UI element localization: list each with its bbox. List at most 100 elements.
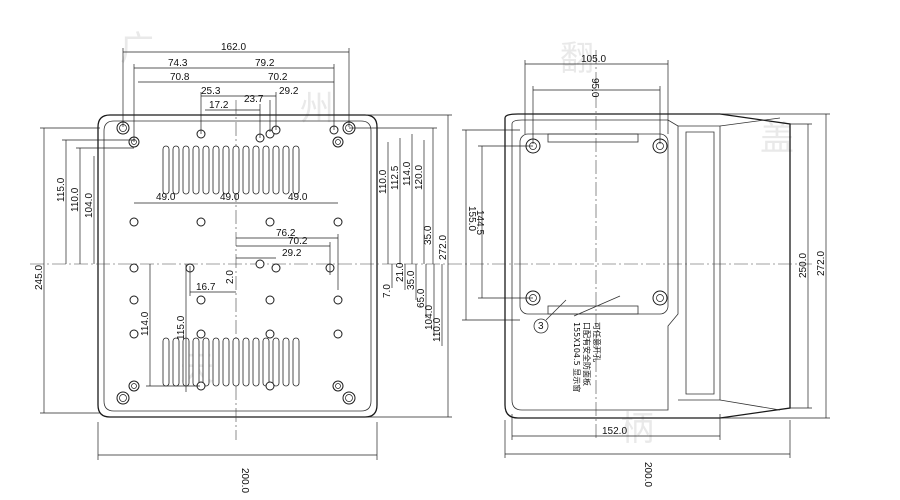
vent-slot: [232, 145, 240, 195]
mount-hole: [265, 329, 275, 339]
mount-hole-inner: [335, 139, 341, 145]
vent-slot: [222, 337, 230, 387]
watermark-char: 盖: [760, 119, 794, 159]
vent-slot: [192, 337, 200, 387]
window-lip-bottom: [547, 305, 639, 315]
note-line-2: 口配有安全防面板: [582, 322, 592, 386]
vent-slot: [202, 145, 210, 195]
window-lip-top: [547, 133, 639, 143]
mount-hole: [332, 136, 344, 148]
side-top-dimensions: 105.0 95.0: [524, 54, 669, 144]
mount-hole: [129, 217, 139, 227]
dim-162: 162.0: [221, 42, 246, 53]
dim-49-c: 49.0: [288, 192, 308, 203]
mount-hole: [333, 329, 343, 339]
vent-slot: [262, 145, 270, 195]
dim-29-2: 29.2: [279, 86, 299, 97]
dim-200-side: 200.0: [642, 462, 653, 487]
dim-245: 245.0: [34, 265, 45, 290]
vent-slot: [162, 145, 170, 195]
side-inner-step: [511, 119, 679, 411]
dim-79-2: 79.2: [255, 58, 275, 69]
vent-slot: [252, 145, 260, 195]
dim-200-front: 200.0: [239, 468, 250, 493]
dim-114-right: 114.0: [402, 161, 413, 186]
front-top-dimensions: 162.0 74.3 79.2 70.8 70.2 25.3 29.2 17.2…: [122, 42, 350, 142]
dim-74-3: 74.3: [168, 58, 188, 69]
vent-slot: [192, 145, 200, 195]
side-taper: [685, 117, 781, 411]
watermark: 广 州 翻 盖 天 柄: [120, 29, 794, 449]
dim-110-left: 110.0: [70, 187, 81, 212]
dim-104-left: 104.0: [84, 193, 95, 218]
vent-slots-bottom: [162, 337, 300, 387]
dim-29-2-mid: 29.2: [282, 248, 302, 259]
side-body-outline: [504, 113, 791, 419]
mount-hole: [129, 295, 139, 305]
dim-95: 95.0: [589, 78, 600, 98]
note-line-3: 可任意开孔: [592, 322, 602, 362]
vent-slot: [172, 337, 180, 387]
dim-25-3: 25.3: [201, 86, 221, 97]
mount-hole: [265, 217, 275, 227]
mount-hole: [271, 263, 281, 273]
dim-155: 155.0: [466, 206, 477, 231]
mount-hole-inner: [345, 394, 353, 402]
dim-114-left: 114.0: [140, 311, 151, 336]
vent-slot: [272, 145, 280, 195]
dim-70-2: 70.2: [268, 72, 288, 83]
front-bottom-dimension: 200.0: [97, 422, 378, 493]
vent-slot: [292, 145, 300, 195]
dim-144-5: 144.5: [474, 210, 485, 235]
vent-slot: [282, 145, 290, 195]
vent-slot: [182, 145, 190, 195]
mount-hole-inner: [119, 394, 127, 402]
mount-hole: [265, 295, 275, 305]
window-mount-hole: [652, 290, 668, 306]
dim-70-8: 70.8: [170, 72, 190, 83]
dim-76-2: 76.2: [276, 228, 296, 239]
dim-16-7: 16.7: [196, 282, 216, 293]
mount-hole: [265, 381, 275, 391]
watermark-char: 柄: [620, 409, 654, 449]
vent-slot: [252, 337, 260, 387]
front-view: 162.0 74.3 79.2 70.8 70.2 25.3 29.2 17.2…: [30, 42, 470, 493]
vent-slot: [232, 337, 240, 387]
front-mid-dimensions: 49.0 49.0 49.0 76.2 70.2 29.2 16.7 2.0: [134, 192, 339, 296]
mount-hole-inner: [335, 383, 341, 389]
dim-250: 250.0: [798, 253, 809, 278]
dim-112-5-right: 112.5: [390, 165, 401, 190]
vent-slot: [162, 337, 170, 387]
mount-hole: [332, 380, 344, 392]
callout-leader: [545, 299, 567, 321]
mount-hole: [196, 295, 206, 305]
window-mount-hole-inner: [656, 294, 664, 302]
display-window: [519, 133, 669, 315]
note-line-1: 155X104.5 显示窗: [572, 322, 582, 392]
vent-slot: [212, 337, 220, 387]
vent-slot: [212, 145, 220, 195]
side-right-dimensions: 250.0 272.0: [720, 113, 830, 419]
dim-21-right: 21.0: [395, 262, 406, 282]
front-left-dimensions: 245.0 115.0 110.0 104.0 114.0 115.0: [34, 127, 200, 414]
dim-7-right: 7.0: [382, 284, 393, 298]
dim-110-right: 110.0: [378, 169, 389, 194]
dim-23-7: 23.7: [244, 94, 264, 105]
mount-hole: [116, 391, 130, 405]
note-leader: [573, 295, 621, 317]
mount-hole-inner: [131, 383, 137, 389]
dim-105: 105.0: [581, 54, 606, 65]
callout-number: 3: [538, 321, 544, 332]
dim-17-2: 17.2: [209, 100, 229, 111]
dim-35-right-low: 35.0: [406, 270, 417, 290]
watermark-char: 广: [120, 29, 154, 69]
side-bottom-dimensions: 152.0 200.0: [504, 414, 791, 487]
mount-hole: [333, 217, 343, 227]
dim-110-right-low: 110.0: [432, 317, 443, 342]
side-holes: [525, 138, 668, 306]
dim-120-right: 120.0: [414, 165, 425, 190]
dim-49-a: 49.0: [156, 192, 176, 203]
window-note: 155X104.5 显示窗 口配有安全防面板 可任意开孔: [572, 322, 602, 392]
dim-2-0: 2.0: [225, 270, 236, 284]
vent-slot: [202, 337, 210, 387]
